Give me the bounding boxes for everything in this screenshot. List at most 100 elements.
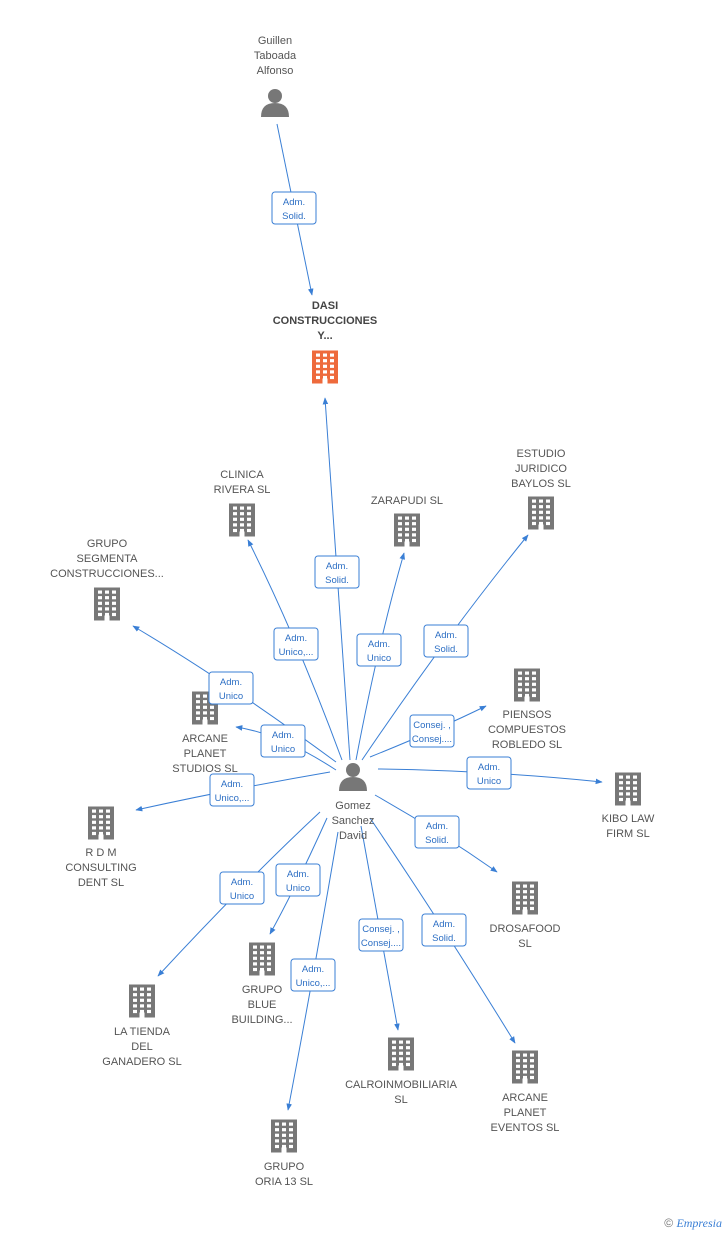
node-label: Taboada [254,50,297,62]
relation-text: Unico [271,744,295,755]
relation-label-arcane_eventos[interactable]: Adm.Solid. [421,913,467,947]
node-dasi[interactable]: DASI CONSTRUCCIONES Y... [273,300,378,384]
relation-text: Adm. [426,821,448,832]
node-label: CONSTRUCCIONES [273,315,378,327]
relation-label-blue[interactable]: Adm.Unico [275,863,321,897]
person-icon[interactable] [261,89,289,117]
relation-text: Adm. [326,561,348,572]
relation-text: Unico,... [296,978,331,989]
relation-text: Consej.... [412,734,452,745]
node-blue[interactable]: GRUPOBLUEBUILDING... [231,942,293,1027]
relation-text: Adm. [368,639,390,650]
building-icon[interactable] [388,1037,414,1071]
relation-box[interactable] [414,815,460,849]
building-icon[interactable] [94,587,120,621]
node-label: CONSTRUCCIONES... [50,568,164,580]
relation-label-oria[interactable]: Adm.Unico,... [290,958,336,992]
node-label: RIVERA SL [214,484,271,496]
building-icon[interactable] [514,668,540,702]
building-icon[interactable] [615,772,641,806]
building-icon[interactable] [512,881,538,915]
building-icon[interactable] [88,806,114,840]
node-label: DROSAFOOD [490,923,561,935]
brand-logo[interactable]: Empresia [676,1216,722,1230]
relation-label-arcane_studios[interactable]: Adm.Unico [260,724,306,758]
building-icon[interactable] [271,1119,297,1153]
relation-box[interactable] [273,627,319,661]
relation-box[interactable] [466,756,512,790]
relation-text: Unico,... [279,647,314,658]
building-icon[interactable] [528,496,554,530]
relation-label-calro[interactable]: Consej. ,Consej.... [358,918,404,952]
relation-box[interactable] [290,958,336,992]
building-icon[interactable] [394,513,420,547]
relation-label-dasi[interactable]: Adm. Solid. [271,191,317,225]
relation-label-kibo[interactable]: Adm.Unico [466,756,512,790]
relation-box[interactable] [260,724,306,758]
relation-text: Unico,... [215,793,250,804]
relation-text: Consej. , [362,924,400,935]
node-label: ARCANE [502,1092,548,1104]
relation-label-zarapudi[interactable]: Adm.Unico [356,633,402,667]
node-segmenta[interactable]: GRUPOSEGMENTACONSTRUCCIONES... [50,538,164,621]
relation-box[interactable] [314,555,360,589]
relation-text: Solid. [425,835,449,846]
node-label: GRUPO [242,984,283,996]
relation-label-rdm[interactable]: Adm.Unico,... [209,773,255,807]
relation-box[interactable] [275,863,321,897]
relation-box[interactable] [271,191,317,225]
node-label: KIBO LAW [602,813,655,825]
node-label: Y... [317,330,332,342]
footer-credit: © Empresia [664,1216,722,1231]
node-label: Gomez [335,800,370,812]
relation-box[interactable] [423,624,469,658]
relation-text: Solid. [282,211,306,222]
person-icon[interactable] [339,763,367,791]
relation-text: Adm. [283,197,305,208]
node-label: ARCANE [182,733,228,745]
relation-box[interactable] [219,871,265,905]
relation-box[interactable] [209,773,255,807]
node-label: BLUE [248,999,277,1011]
relation-text: Adm. [478,762,500,773]
building-icon[interactable] [312,350,338,384]
relation-label-dasi[interactable]: Adm.Solid. [314,555,360,589]
building-icon[interactable] [229,503,255,537]
relation-box[interactable] [208,671,254,705]
node-label: Guillen [258,35,292,47]
building-icon[interactable] [512,1050,538,1084]
relation-label-clinica[interactable]: Adm.Unico,... [273,627,319,661]
node-label: DASI [312,300,338,312]
relation-label-piensos[interactable]: Consej. ,Consej.... [409,714,455,748]
relation-label-estudio[interactable]: Adm.Solid. [423,624,469,658]
relation-box[interactable] [358,918,404,952]
building-icon[interactable] [249,942,275,976]
relation-label-drosafood[interactable]: Adm. Solid. [414,815,460,849]
node-zarapudi[interactable]: ZARAPUDI SL [371,495,443,547]
relation-text: Adm. [435,630,457,641]
relation-label-tienda[interactable]: Adm.Unico [219,871,265,905]
node-label: ORIA 13 SL [255,1176,313,1188]
relation-label-segmenta[interactable]: Adm.Unico [208,671,254,705]
nodes-layer: GuillenTaboadaAlfonsoDASICONSTRUCCIONESY… [50,35,655,1188]
relation-box[interactable] [409,714,455,748]
relation-box[interactable] [421,913,467,947]
relation-box[interactable] [356,633,402,667]
node-label: COMPUESTOS [488,724,566,736]
relation-labels-layer: Adm.Solid.Adm.Solid.Adm.Unico,...Adm.Uni… [208,191,512,992]
building-icon[interactable] [129,984,155,1018]
